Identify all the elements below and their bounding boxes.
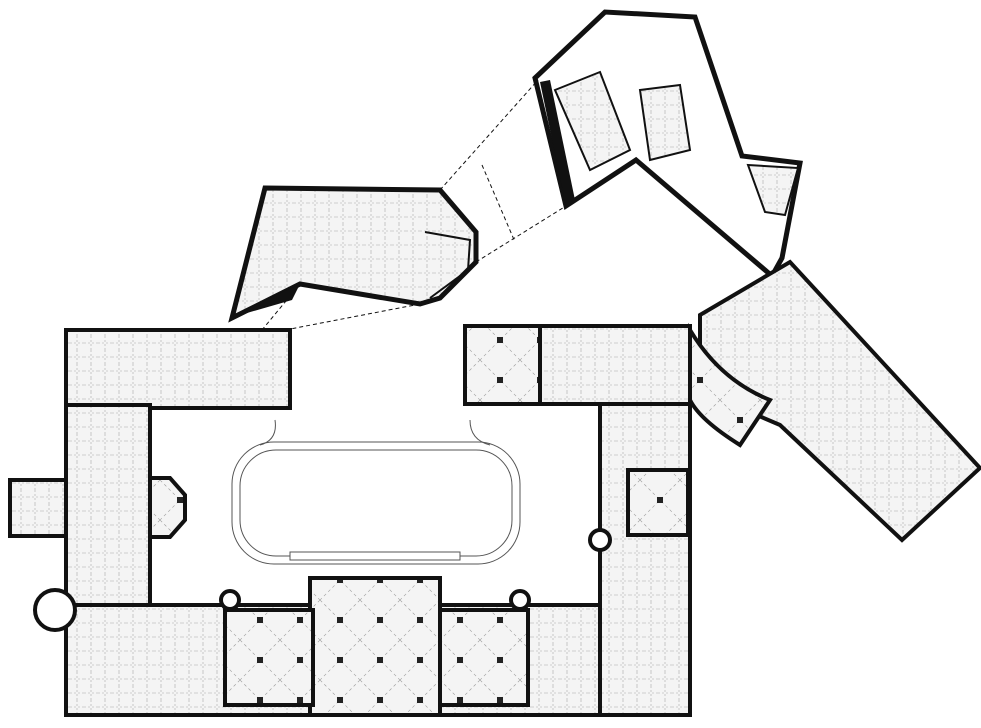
west-annex: [8, 478, 68, 538]
south-hall-west: [223, 608, 315, 707]
north-west-wing: [64, 328, 292, 410]
bridge-connections: [261, 79, 567, 331]
new-wing-west: [228, 185, 479, 323]
stair-tower-east: [588, 528, 612, 552]
west-wing: [64, 403, 152, 612]
curved-connector: [688, 322, 774, 448]
courtyard: [231, 419, 521, 565]
tower-south-east: [509, 589, 531, 611]
chapel: [148, 476, 187, 539]
historic-building: [8, 259, 981, 717]
tower-south-west: [219, 589, 241, 611]
south-hall-east: [438, 608, 530, 707]
central-hall: [308, 576, 442, 717]
north-east-pavilion: [463, 324, 542, 406]
east-wing: [598, 398, 692, 717]
east-pavilion: [626, 468, 690, 537]
stair-tower-west: [33, 588, 77, 632]
new-wing-east: [532, 9, 803, 280]
